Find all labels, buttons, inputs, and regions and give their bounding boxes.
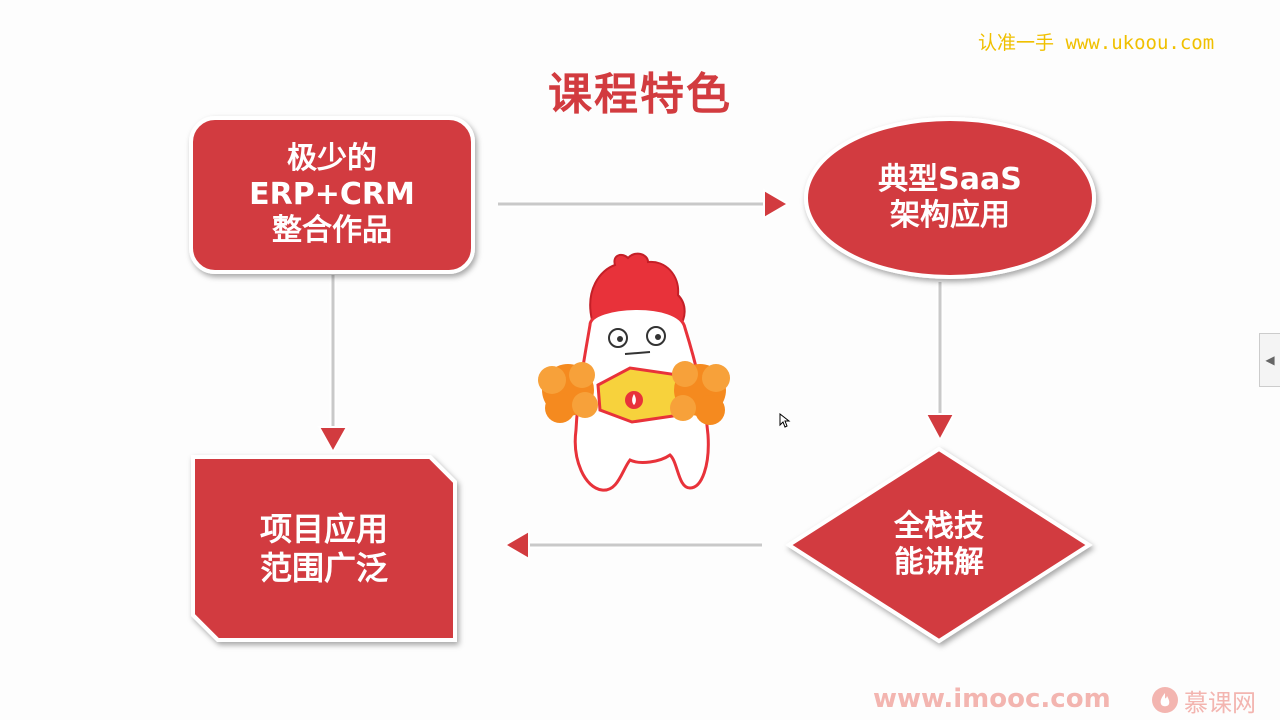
connector-top (498, 188, 790, 220)
node-bottom-left-line-2: 范围广泛 (259, 548, 388, 587)
node-top-left-line-1: 极少的 (287, 141, 377, 176)
footer-brand: 慕课网 (1152, 684, 1256, 717)
node-top-left-line-2: ERP+CRM (249, 177, 415, 212)
node-bottom-right-line-1: 全栈技 (894, 509, 984, 544)
node-top-left-line-3: 整合作品 (272, 213, 392, 248)
arrowhead-right (763, 188, 790, 220)
slide-title: 课程特色 (548, 69, 732, 120)
watermark-text: 认准一手 www.ukoou.com (978, 32, 1215, 54)
mascot-pompom-right (670, 361, 730, 425)
arrowhead-left (503, 529, 530, 561)
flame-logo-icon (1152, 687, 1178, 713)
chevron-left-icon: ◀ (1265, 353, 1275, 367)
mascot-image (538, 252, 730, 492)
node-bottom-right-label: 全栈技 能讲解 (789, 449, 1089, 641)
node-top-right-line-1: 典型SaaS (878, 162, 1022, 197)
connector-right (924, 282, 956, 443)
brand-name: 慕课网 (1184, 688, 1256, 717)
node-bottom-left-label: 项目应用 范围广泛 (193, 457, 455, 640)
node-top-left-label: 极少的 ERP+CRM 整合作品 (191, 118, 473, 272)
node-top-right-shape (804, 117, 1096, 279)
side-panel-toggle[interactable]: ◀ (1259, 333, 1280, 387)
arrowhead-down-right (924, 413, 956, 443)
connector-bottom (503, 529, 762, 561)
arrowhead-down-left (317, 426, 349, 455)
mouse-cursor-icon (779, 413, 791, 428)
node-bottom-left-line-1: 项目应用 (259, 510, 388, 549)
connector-left (317, 275, 349, 455)
node-bottom-right-shape (785, 446, 1093, 644)
node-top-right-label: 典型SaaS 架构应用 (806, 119, 1094, 277)
node-top-left-shape (189, 116, 475, 274)
footer-url: www.imooc.com (873, 684, 1111, 714)
node-bottom-right-line-2: 能讲解 (894, 545, 984, 580)
mascot-pompom-left (538, 362, 598, 423)
node-top-right-line-2: 架构应用 (890, 198, 1010, 233)
node-bottom-left-shape (191, 455, 457, 642)
